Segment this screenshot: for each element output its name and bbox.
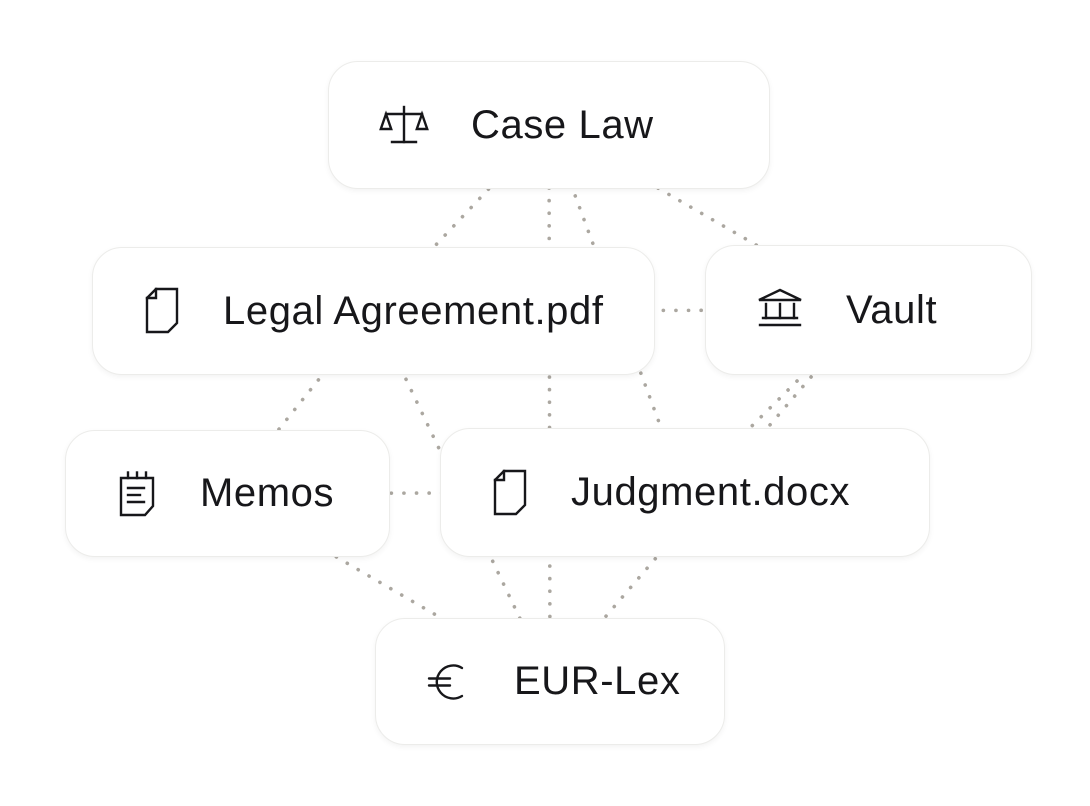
node-vault[interactable]: Vault <box>705 245 1032 375</box>
node-label: Vault <box>846 287 938 332</box>
node-label: Memos <box>200 471 335 515</box>
edge-case-law--eur-lex <box>547 123 552 684</box>
scales-icon <box>379 102 429 148</box>
node-label: EUR-Lex <box>514 659 681 703</box>
node-legal-agreement[interactable]: Legal Agreement.pdf <box>92 247 655 375</box>
node-judgment[interactable]: Judgment.docx <box>440 428 930 557</box>
bank-icon <box>756 287 804 333</box>
node-eur-lex[interactable]: EUR-Lex <box>375 618 725 745</box>
node-label: Judgment.docx <box>571 470 851 514</box>
notepad-icon <box>116 470 158 518</box>
document-icon <box>491 469 529 517</box>
node-label: Legal Agreement.pdf <box>223 288 604 333</box>
euro-icon <box>426 659 472 705</box>
document-icon <box>143 287 181 335</box>
node-memos[interactable]: Memos <box>65 430 390 557</box>
node-label: Case Law <box>471 102 654 147</box>
node-case-law[interactable]: Case Law <box>328 61 770 189</box>
